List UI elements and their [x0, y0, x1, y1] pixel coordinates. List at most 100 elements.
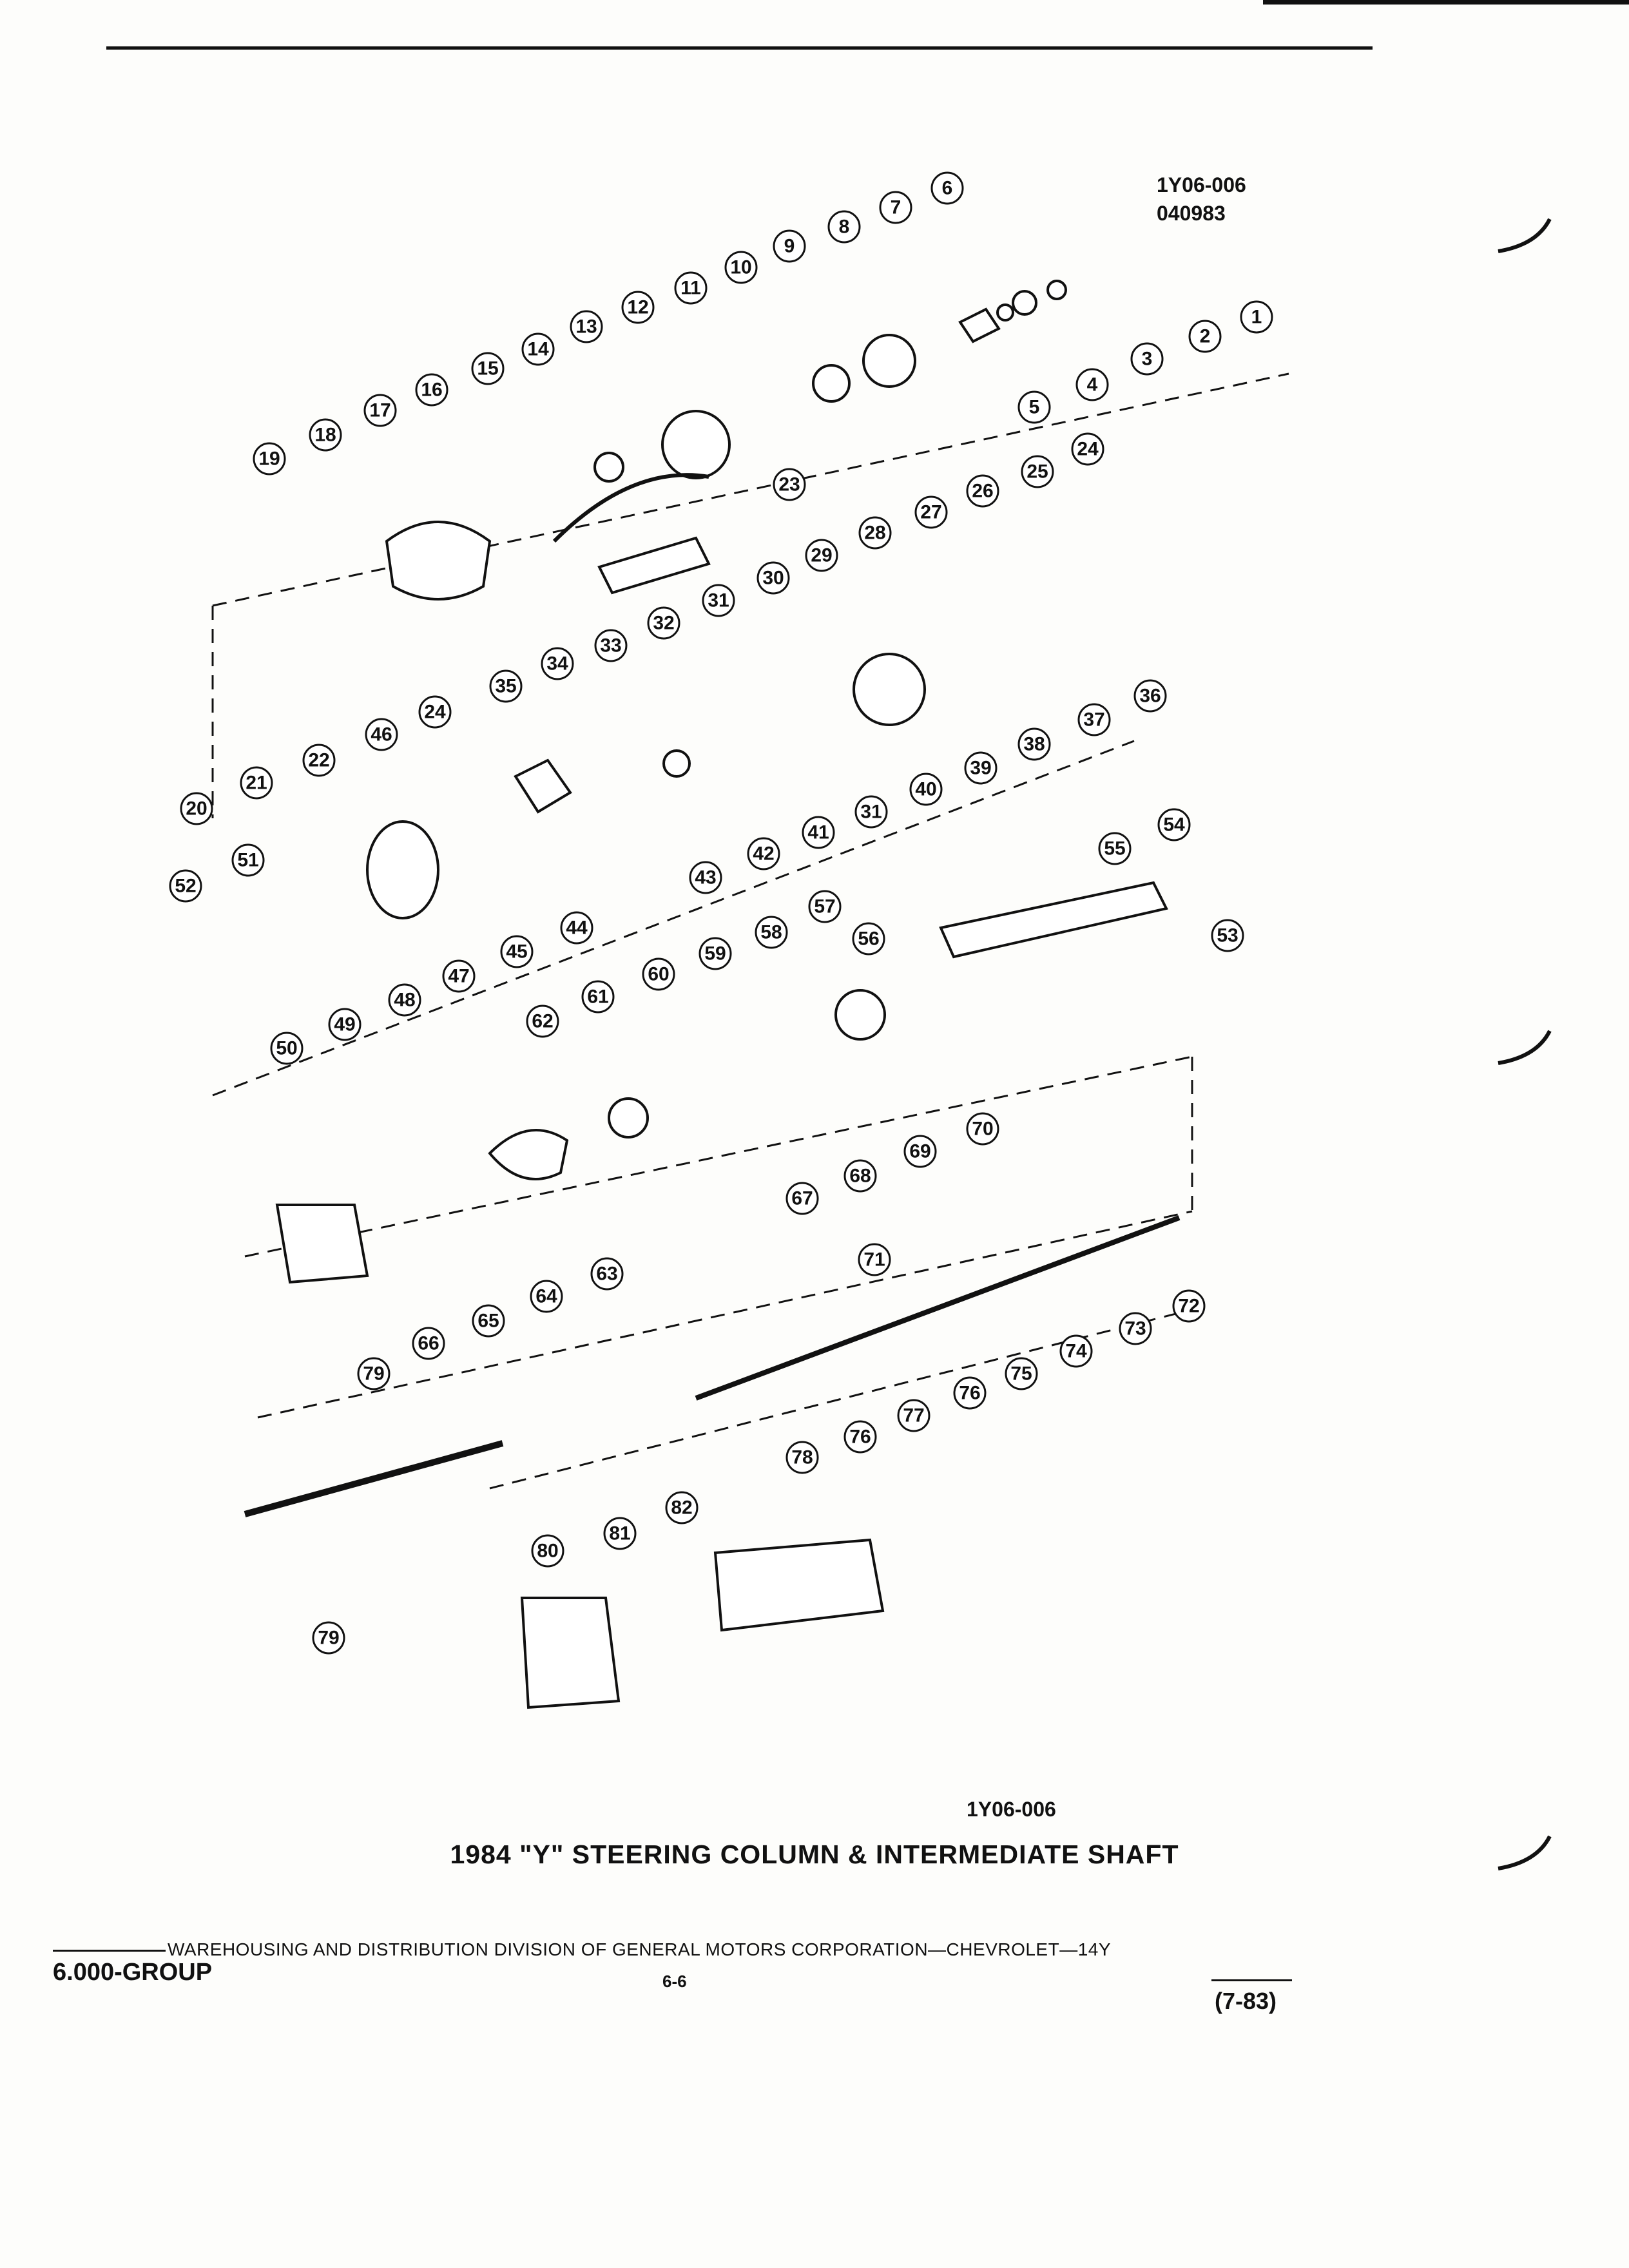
- callout-81: [603, 1517, 637, 1550]
- callout-35: [489, 669, 523, 703]
- svg-text:35: 35: [495, 676, 516, 697]
- washer-part-2: [1012, 290, 1037, 316]
- svg-text:72: 72: [1178, 1296, 1199, 1317]
- jacket-part-53: [939, 881, 1168, 959]
- callout-33: [594, 629, 628, 662]
- svg-text:80: 80: [537, 1541, 558, 1562]
- svg-text:51: 51: [237, 850, 258, 871]
- callout-31-lower: [854, 795, 888, 829]
- housing-part-18: [385, 521, 492, 601]
- footer-rule-left: [53, 1950, 166, 1952]
- callout-73: [1119, 1312, 1152, 1345]
- callout-17: [363, 394, 397, 427]
- callout-69: [903, 1135, 937, 1168]
- svg-text:33: 33: [600, 635, 621, 657]
- svg-text:54: 54: [1163, 814, 1185, 836]
- svg-text:71: 71: [863, 1249, 885, 1271]
- callout-53: [1211, 919, 1244, 952]
- callout-31-upper: [702, 584, 735, 617]
- svg-text:62: 62: [532, 1011, 553, 1032]
- callout-18: [309, 418, 342, 452]
- svg-text:7: 7: [891, 197, 901, 218]
- svg-text:64: 64: [535, 1286, 557, 1307]
- svg-text:14: 14: [527, 339, 549, 360]
- svg-text:82: 82: [671, 1497, 692, 1519]
- svg-text:50: 50: [276, 1038, 297, 1059]
- svg-text:39: 39: [970, 758, 991, 779]
- callout-60: [642, 957, 675, 991]
- svg-text:19: 19: [258, 448, 280, 470]
- svg-text:70: 70: [972, 1119, 993, 1140]
- svg-text:23: 23: [778, 474, 800, 495]
- callout-21: [240, 766, 273, 800]
- svg-text:59: 59: [704, 943, 726, 965]
- svg-text:13: 13: [575, 316, 597, 338]
- shield-part-82: [713, 1538, 885, 1632]
- plate-part-7: [812, 364, 851, 403]
- callout-54: [1157, 808, 1191, 841]
- callout-11: [674, 271, 708, 305]
- callout-49: [328, 1008, 361, 1041]
- callout-72: [1172, 1289, 1206, 1323]
- svg-text:79: 79: [363, 1363, 384, 1385]
- callout-3: [1130, 342, 1164, 376]
- svg-text:68: 68: [849, 1166, 871, 1187]
- svg-text:34: 34: [546, 653, 568, 675]
- svg-text:16: 16: [421, 380, 442, 401]
- callout-52: [169, 869, 202, 903]
- callout-79-lower: [312, 1621, 345, 1655]
- callout-66: [412, 1327, 445, 1360]
- callout-76-left: [843, 1420, 877, 1454]
- callout-7: [879, 191, 912, 224]
- svg-text:21: 21: [246, 773, 267, 794]
- plate-part-66: [275, 1204, 369, 1284]
- svg-text:27: 27: [920, 502, 941, 523]
- svg-text:32: 32: [653, 613, 674, 634]
- bearing-part-12: [593, 452, 624, 483]
- svg-text:40: 40: [915, 779, 936, 800]
- callout-30: [757, 561, 790, 595]
- callout-50: [270, 1032, 304, 1065]
- svg-text:63: 63: [596, 1264, 617, 1285]
- callout-42: [747, 837, 780, 870]
- callout-13: [570, 310, 603, 343]
- callout-71: [858, 1243, 891, 1276]
- callout-28: [858, 516, 892, 550]
- svg-text:22: 22: [308, 750, 329, 771]
- top-edge-rule: [1263, 0, 1629, 5]
- callout-24-upper: [1071, 432, 1104, 466]
- plate-part-63: [488, 1129, 569, 1180]
- figure-id-label: 1Y06-006: [1157, 173, 1246, 197]
- svg-text:81: 81: [609, 1523, 630, 1544]
- svg-text:15: 15: [477, 358, 498, 380]
- svg-text:49: 49: [334, 1014, 355, 1035]
- callout-36: [1133, 679, 1167, 713]
- svg-text:77: 77: [903, 1405, 924, 1427]
- svg-text:11: 11: [680, 278, 701, 299]
- svg-text:2: 2: [1200, 326, 1211, 347]
- svg-text:73: 73: [1124, 1318, 1146, 1340]
- callout-29: [805, 539, 838, 572]
- svg-text:57: 57: [814, 896, 835, 918]
- callout-62: [526, 1004, 559, 1038]
- callout-bubbles: 1 2 3 4 5 6 7 8 9 10 11 12 13 14 15 16 1…: [169, 171, 1273, 1655]
- svg-text:44: 44: [566, 918, 588, 939]
- callout-5: [1017, 390, 1051, 424]
- callout-46: [365, 718, 398, 751]
- callout-70: [966, 1112, 999, 1146]
- callout-39: [964, 751, 998, 785]
- svg-text:74: 74: [1065, 1341, 1087, 1362]
- callout-63: [590, 1257, 624, 1291]
- callout-55: [1098, 832, 1132, 865]
- svg-text:37: 37: [1083, 709, 1104, 731]
- cover-part-23: [597, 536, 711, 595]
- callout-67: [786, 1182, 819, 1215]
- callout-1: [1240, 300, 1273, 334]
- callout-6: [930, 171, 964, 205]
- callout-16: [415, 373, 448, 407]
- callout-37: [1077, 703, 1111, 736]
- svg-text:45: 45: [506, 941, 527, 963]
- callout-26: [966, 474, 999, 508]
- column-parts-middle: [366, 653, 1168, 1180]
- callout-23: [773, 468, 806, 501]
